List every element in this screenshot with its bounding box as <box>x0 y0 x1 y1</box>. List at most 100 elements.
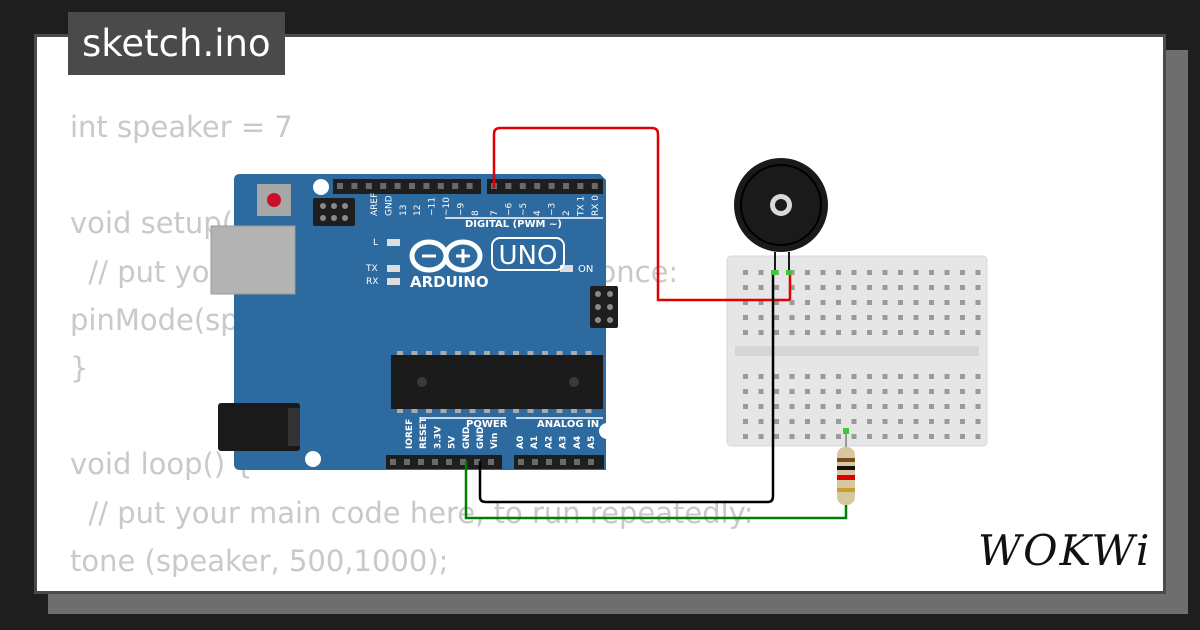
breadboard-hole[interactable] <box>898 404 903 409</box>
wire-resistor[interactable] <box>464 461 848 520</box>
breadboard-hole[interactable] <box>851 434 857 439</box>
breadboard-hole[interactable] <box>820 434 826 439</box>
header-pin[interactable] <box>591 183 598 189</box>
breadboard-hole[interactable] <box>944 300 950 305</box>
breadboard-hole[interactable] <box>774 285 779 290</box>
breadboard-hole[interactable] <box>820 404 826 409</box>
breadboard-hole[interactable] <box>851 389 857 394</box>
breadboard-hole[interactable] <box>867 434 872 439</box>
breadboard-hole[interactable] <box>913 300 919 305</box>
header-pin[interactable] <box>466 183 473 189</box>
header-pin[interactable] <box>365 183 372 189</box>
breadboard-hole[interactable] <box>867 419 872 424</box>
breadboard-hole[interactable] <box>851 285 857 290</box>
breadboard-hole[interactable] <box>960 374 965 379</box>
breadboard-hole[interactable] <box>774 389 779 394</box>
breadboard-hole[interactable] <box>882 374 888 379</box>
breadboard-hole[interactable] <box>960 270 965 275</box>
breadboard-hole[interactable] <box>929 404 934 409</box>
breadboard-hole[interactable] <box>836 404 841 409</box>
breadboard-hole[interactable] <box>758 374 764 379</box>
breadboard-hole[interactable] <box>743 330 748 335</box>
breadboard-hole[interactable] <box>975 419 981 424</box>
breadboard-hole[interactable] <box>789 315 795 320</box>
breadboard-hole[interactable] <box>851 270 857 275</box>
header-pin[interactable] <box>437 183 444 189</box>
header-pin[interactable] <box>460 459 466 465</box>
breadboard-hole[interactable] <box>882 404 888 409</box>
breadboard-hole[interactable] <box>975 285 981 290</box>
breadboard-hole[interactable] <box>882 285 888 290</box>
breadboard-hole[interactable] <box>743 300 748 305</box>
breadboard-hole[interactable] <box>805 419 810 424</box>
breadboard-hole[interactable] <box>789 285 795 290</box>
header-pin[interactable] <box>588 459 594 465</box>
breadboard-hole[interactable] <box>774 404 779 409</box>
breadboard-hole[interactable] <box>929 270 934 275</box>
breadboard-hole[interactable] <box>975 300 981 305</box>
breadboard-hole[interactable] <box>882 330 888 335</box>
breadboard-hole[interactable] <box>805 315 810 320</box>
breadboard-hole[interactable] <box>851 419 857 424</box>
breadboard-hole[interactable] <box>743 389 748 394</box>
breadboard-hole[interactable] <box>836 300 841 305</box>
breadboard-hole[interactable] <box>851 315 857 320</box>
breadboard-hole[interactable] <box>960 404 965 409</box>
breadboard-hole[interactable] <box>867 300 872 305</box>
breadboard-hole[interactable] <box>960 285 965 290</box>
breadboard-hole[interactable] <box>805 434 810 439</box>
breadboard-hole[interactable] <box>898 300 903 305</box>
breadboard-hole[interactable] <box>789 330 795 335</box>
breadboard-hole[interactable] <box>774 315 779 320</box>
breadboard-hole[interactable] <box>898 330 903 335</box>
breadboard-hole[interactable] <box>836 389 841 394</box>
breadboard-hole[interactable] <box>836 285 841 290</box>
breadboard-hole[interactable] <box>944 374 950 379</box>
breadboard-hole[interactable] <box>975 330 981 335</box>
breadboard-hole[interactable] <box>774 434 779 439</box>
breadboard-hole[interactable] <box>913 270 919 275</box>
breadboard-hole[interactable] <box>944 404 950 409</box>
breadboard-hole[interactable] <box>929 300 934 305</box>
breadboard-hole[interactable] <box>743 419 748 424</box>
breadboard-hole[interactable] <box>836 270 841 275</box>
breadboard-hole[interactable] <box>774 419 779 424</box>
breadboard-hole[interactable] <box>789 300 795 305</box>
breadboard-hole[interactable] <box>758 315 764 320</box>
header-pin[interactable] <box>519 183 526 189</box>
breadboard-hole[interactable] <box>836 330 841 335</box>
breadboard-hole[interactable] <box>851 404 857 409</box>
breadboard-hole[interactable] <box>898 389 903 394</box>
breadboard-hole[interactable] <box>975 374 981 379</box>
breadboard-hole[interactable] <box>960 389 965 394</box>
breadboard-hole[interactable] <box>960 330 965 335</box>
breadboard-hole[interactable] <box>944 419 950 424</box>
breadboard-hole[interactable] <box>975 270 981 275</box>
header-pin[interactable] <box>423 183 430 189</box>
header-pin[interactable] <box>474 459 480 465</box>
breadboard-hole[interactable] <box>975 315 981 320</box>
breadboard-hole[interactable] <box>898 434 903 439</box>
header-pin[interactable] <box>546 459 552 465</box>
breadboard-hole[interactable] <box>929 330 934 335</box>
breadboard-hole[interactable] <box>975 434 981 439</box>
breadboard-hole[interactable] <box>820 374 826 379</box>
breadboard-hole[interactable] <box>913 389 919 394</box>
breadboard-hole[interactable] <box>898 419 903 424</box>
wire-signal-pin7[interactable] <box>492 126 792 302</box>
breadboard-hole[interactable] <box>805 330 810 335</box>
breadboard-hole[interactable] <box>944 285 950 290</box>
breadboard-hole[interactable] <box>867 330 872 335</box>
header-pin[interactable] <box>577 183 584 189</box>
header-pin[interactable] <box>409 183 415 189</box>
breadboard-hole[interactable] <box>743 374 748 379</box>
breadboard-hole[interactable] <box>743 270 748 275</box>
breadboard-hole[interactable] <box>913 315 919 320</box>
breadboard-hole[interactable] <box>758 270 764 275</box>
header-pin[interactable] <box>548 183 555 189</box>
breadboard-hole[interactable] <box>805 389 810 394</box>
breadboard-hole[interactable] <box>743 315 748 320</box>
breadboard-hole[interactable] <box>944 315 950 320</box>
breadboard-hole[interactable] <box>851 374 857 379</box>
breadboard-hole[interactable] <box>758 419 764 424</box>
